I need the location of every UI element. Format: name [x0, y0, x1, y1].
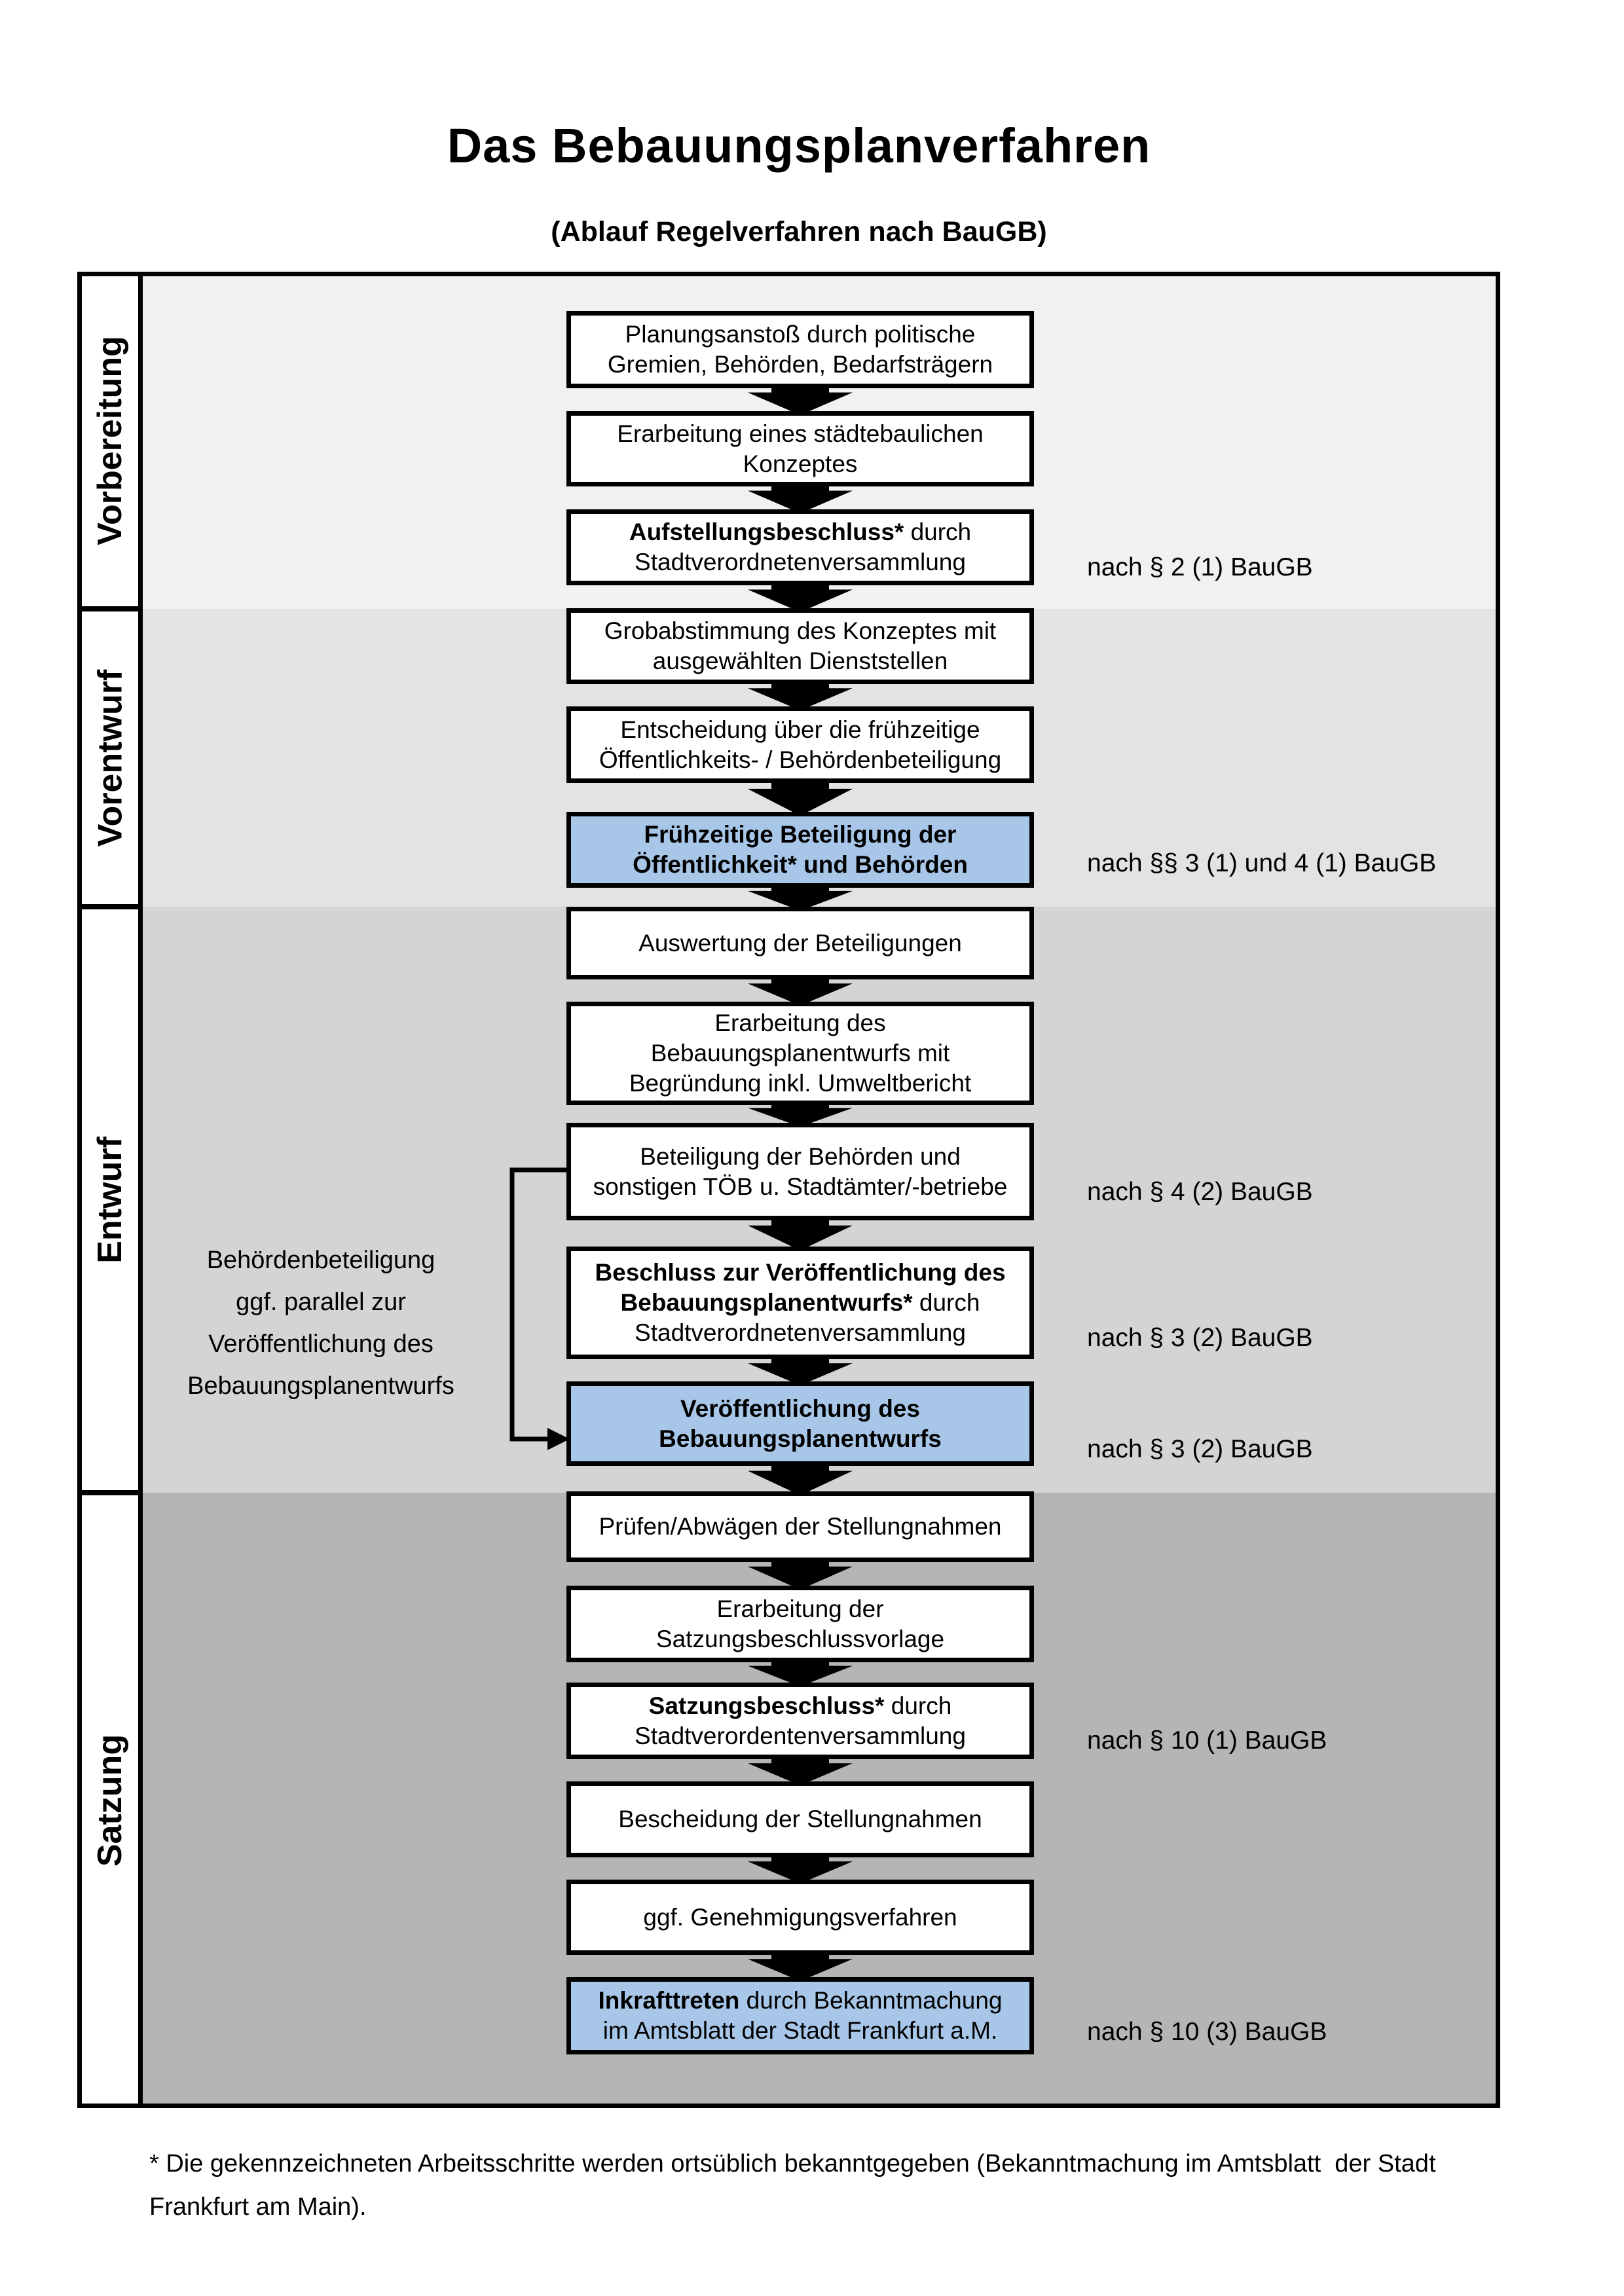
legal-ref-inkrafttreten: nach § 10 (3) BauGB: [1087, 2018, 1327, 2046]
flow-step-bescheidung: Bescheidung der Stellungnahmen: [566, 1781, 1034, 1857]
down-arrow: [748, 1216, 853, 1250]
phase-label-column: [77, 272, 143, 2108]
down-arrow: [748, 680, 853, 710]
flow-step-genehmigungsverfahren: ggf. Genehmigungsverfahren: [566, 1880, 1034, 1955]
down-arrow: [748, 1658, 853, 1686]
parallel-note-line: Behördenbeteiligung: [206, 1247, 435, 1274]
down-arrow: [748, 1101, 853, 1127]
down-arrow: [748, 1755, 853, 1785]
parallel-branch-arrow: [504, 1156, 580, 1467]
legal-ref-fruehzeitige-beteiligung: nach §§ 3 (1) und 4 (1) BauGB: [1087, 849, 1437, 877]
parallel-note: Behördenbeteiligung ggf. parallel zur Ve…: [151, 1239, 491, 1407]
page-subtitle: (Ablauf Regelverfahren nach BauGB): [551, 216, 1047, 247]
phase-label-text: Satzung: [91, 1734, 129, 1867]
down-arrow: [748, 581, 853, 612]
down-arrow: [748, 483, 853, 513]
down-arrow: [748, 1355, 853, 1385]
phase-label-text: Vorbereitung: [91, 335, 129, 545]
down-arrow: [748, 1853, 853, 1884]
phase-separator: [77, 904, 138, 909]
footnote-line: Frankfurt am Main).: [149, 2193, 367, 2221]
down-arrow: [748, 975, 853, 1006]
phase-label-text: Entwurf: [91, 1136, 129, 1264]
down-arrow: [748, 384, 853, 415]
down-arrow: [748, 779, 853, 816]
phase-separator: [77, 1490, 138, 1495]
phase-label-satzung: Satzung: [77, 1493, 143, 2108]
parallel-note-line: ggf. parallel zur: [236, 1288, 406, 1316]
page-title: Das Bebauungsplanverfahren: [447, 118, 1151, 173]
footnote: * Die gekennzeichneten Arbeitsschritte w…: [149, 2142, 1590, 2229]
phase-label-entwurf: Entwurf: [77, 907, 143, 1493]
parallel-note-line: Veröffentlichung des: [208, 1330, 434, 1358]
parallel-note-line: Bebauungsplanentwurfs: [187, 1372, 454, 1400]
phase-label-vorbereitung: Vorbereitung: [77, 272, 143, 609]
down-arrow: [748, 1951, 853, 1981]
flow-step-pruefen-abwaegen: Prüfen/Abwägen der Stellungnahmen: [566, 1491, 1034, 1562]
phase-label-vorentwurf: Vorentwurf: [77, 609, 143, 907]
flow-step-auswertung: Auswertung der Beteiligungen: [566, 907, 1034, 979]
legal-ref-aufstellungsbeschluss: nach § 2 (1) BauGB: [1087, 553, 1313, 581]
legal-ref-behoerdenbeteiligung: nach § 4 (2) BauGB: [1087, 1178, 1313, 1206]
down-arrow: [748, 1462, 853, 1495]
down-arrow: [748, 884, 853, 911]
phase-separator: [77, 606, 138, 611]
legal-ref-satzungsbeschluss: nach § 10 (1) BauGB: [1087, 1726, 1327, 1755]
legal-ref-veroeffentlichung: nach § 3 (2) BauGB: [1087, 1435, 1313, 1463]
legal-ref-beschluss: nach § 3 (2) BauGB: [1087, 1324, 1313, 1352]
footnote-line: * Die gekennzeichneten Arbeitsschritte w…: [149, 2150, 1436, 2178]
phase-label-text: Vorentwurf: [91, 669, 129, 847]
down-arrow: [748, 1558, 853, 1590]
